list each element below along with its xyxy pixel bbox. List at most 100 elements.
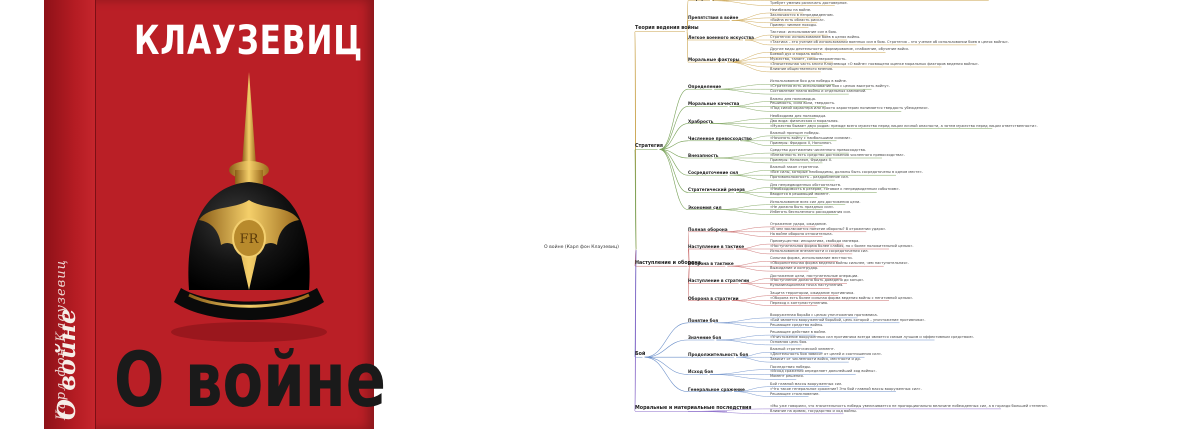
branch-link [634, 249, 637, 412]
leaf-link [720, 231, 771, 237]
mind-map-leaf: Важный принцип победы. [770, 130, 820, 135]
mind-map-leaf: «Под силой характера или просто характер… [770, 106, 930, 111]
book-title: О войне [114, 335, 386, 424]
mind-map-leaf: «Что такое генеральное сражение? Это бой… [770, 386, 922, 391]
mind-map-leaf: Два вида: физическая и моральная. [770, 118, 839, 123]
mind-map-leaf: Примеры: Фридрих II, Наполеон. [770, 140, 832, 145]
topic-link [686, 20, 689, 32]
mind-map-leaf: Бой главной массы вооруженных сил. [770, 381, 843, 386]
mind-map-leaf: Кульминационная точка наступления. [770, 283, 844, 288]
topic-link [659, 106, 689, 150]
mind-map-leaf: «В чем заключается понятие обороны? В от… [770, 226, 887, 231]
mind-map-topic: Информация [688, 0, 719, 1]
leaf-link [716, 334, 771, 341]
topic-link [687, 248, 690, 267]
branch-link [634, 148, 637, 251]
leaf-link [740, 283, 771, 289]
mind-map-leaf: Пример: зимние походы. [770, 22, 818, 27]
mind-map-topic: Численное превосходство [688, 135, 752, 141]
mind-map-leaf: «Необходимость в резерве, готовом к непр… [770, 187, 900, 192]
mind-map-leaf: Отражение удара, ожидание. [770, 221, 827, 226]
mind-map-branch: Стратегия [635, 144, 663, 150]
mind-map-leaf: Примеры: Наполеон, Фридрих II. [770, 157, 832, 162]
mind-map-leaf: Момент решения. [770, 374, 804, 379]
mind-map-leaf: «Не должно быть праздных сил». [770, 204, 835, 209]
leaf-link [729, 174, 771, 181]
mind-map-leaf: Составление плана войны и отдельных камп… [770, 89, 867, 94]
mind-map-leaf: Защита территории, ожидание противника. [770, 290, 855, 295]
mind-map-leaf: Тактика: использование сил в бою. [770, 30, 838, 35]
mind-map-branch: Бой [635, 352, 646, 358]
leaf-link [716, 204, 771, 210]
topic-link [659, 149, 689, 210]
mind-map-leaf: Использование боя для победы в войне. [770, 79, 847, 84]
topic-link [687, 265, 690, 301]
mind-map-leaf: «Стратегия есть использование боя с цель… [770, 84, 890, 89]
leaf-link [740, 140, 771, 146]
leaf-link [736, 248, 771, 255]
mind-map-leaf: Для непредвиденных обстоятельств. [770, 182, 842, 187]
mind-map-leaf: «Начинать войну с наибольшими силами». [770, 135, 852, 140]
mind-map-leaf: «Тактика – это учение об использовании в… [770, 39, 1009, 44]
leaf-link [714, 317, 771, 324]
mind-map-root: О войне (Карл фон Клаузевиц) [544, 244, 619, 250]
leaf-link [716, 339, 771, 346]
leaf-link [731, 300, 771, 306]
helmet-visor [174, 288, 324, 320]
spine-title: О войне [52, 308, 81, 420]
mind-map-topic: Препятствия в войне [688, 15, 739, 21]
topic-link [644, 322, 689, 358]
mind-map-topic: Оборона в стратегии [688, 295, 739, 301]
mind-map-leaf: Вооруженная борьба с целью уничтожения п… [770, 312, 878, 317]
topic-link [644, 356, 689, 392]
mind-map-leaf: Средство достижения численного превосход… [770, 148, 867, 153]
mind-map-topic: Сосредоточение сил [688, 170, 739, 176]
mind-map-topic: Оборона в тактике [688, 261, 734, 267]
mind-map-leaf: Заключаются в непредвиденном. [770, 12, 834, 17]
leaf-link [709, 374, 771, 380]
leaf-link [714, 322, 771, 328]
mind-map-topic: Продолжительность боя [688, 352, 749, 358]
mind-map-leaf: Достижение цели, наступательные операции… [770, 273, 859, 278]
topic-link [644, 356, 689, 375]
mind-map-leaf: «Мужество бывает двух родов: прежде всег… [770, 123, 1038, 128]
mind-map-leaf: Решающее столкновение. [770, 391, 820, 396]
leaf-link [709, 369, 771, 375]
mind-map-leaf: Важный стратегический элемент. [770, 347, 835, 352]
mind-map-leaf: Избегать бесполезного расходования сил. [770, 209, 852, 214]
mind-map-leaf: Переход к контрнаступлению. [770, 300, 829, 305]
leaf-link [714, 84, 771, 90]
helmet-illustration: FR [171, 72, 327, 342]
mind-map-leaf: Сильная форма, использование местности. [770, 256, 853, 261]
mind-map-topic: Храбрость [688, 118, 714, 124]
mind-map-leaf: Использование всех сил для достижения це… [770, 199, 861, 204]
leaf-link [714, 88, 771, 95]
mind-map-links [634, 0, 1001, 415]
topic-link [644, 339, 689, 358]
mind-map-topic: Исход боя [688, 369, 713, 375]
mind-map-leaf: Необходима для полководца. [770, 113, 827, 118]
mind-map-leaf: Решающее действие в войне. [770, 330, 827, 335]
mind-map-topic: Легкое военного искусства [688, 35, 754, 40]
leaf-link [727, 61, 771, 68]
mind-map-topic: Генеральное сражение [688, 386, 745, 392]
book-cover: Карл фон Клаузевиц О войне КЛАУЗЕВИЦ [44, 0, 386, 429]
leaf-link [720, 226, 771, 233]
mind-map-topic: Моральные факторы [688, 57, 740, 63]
mind-map-leaf: Требует умения различать достоверное. [770, 0, 848, 5]
mind-map-leaf: «Длительность боя зависит от целей и соо… [770, 352, 883, 357]
book-spine: Карл фон Клаузевиц О войне [44, 0, 96, 429]
eagle-emblem: FR [199, 200, 299, 290]
mind-map-leaf: Последствия победы. [770, 364, 812, 369]
mind-map-leaf: Преимущества: инициатива, свобода маневр… [770, 239, 860, 244]
mind-map-leaf: Зависит от численности войск, местности … [770, 357, 861, 362]
mind-map-topic: Стратегический резерв [688, 187, 745, 193]
leaf-link [744, 39, 771, 46]
leaf-link [731, 20, 771, 28]
mind-map-leaf: «Бой является вооруженной борьбой, цель … [770, 317, 926, 322]
mind-map-topic: Моральные качества [688, 101, 740, 107]
mind-map-topic: Внезапность [688, 153, 719, 158]
mind-map-leaf: Противоположность – раздробление сил. [770, 175, 849, 180]
mind-map-leaf: Мужество, талант, самоотверженность. [770, 57, 847, 62]
leaf-link [729, 106, 771, 112]
